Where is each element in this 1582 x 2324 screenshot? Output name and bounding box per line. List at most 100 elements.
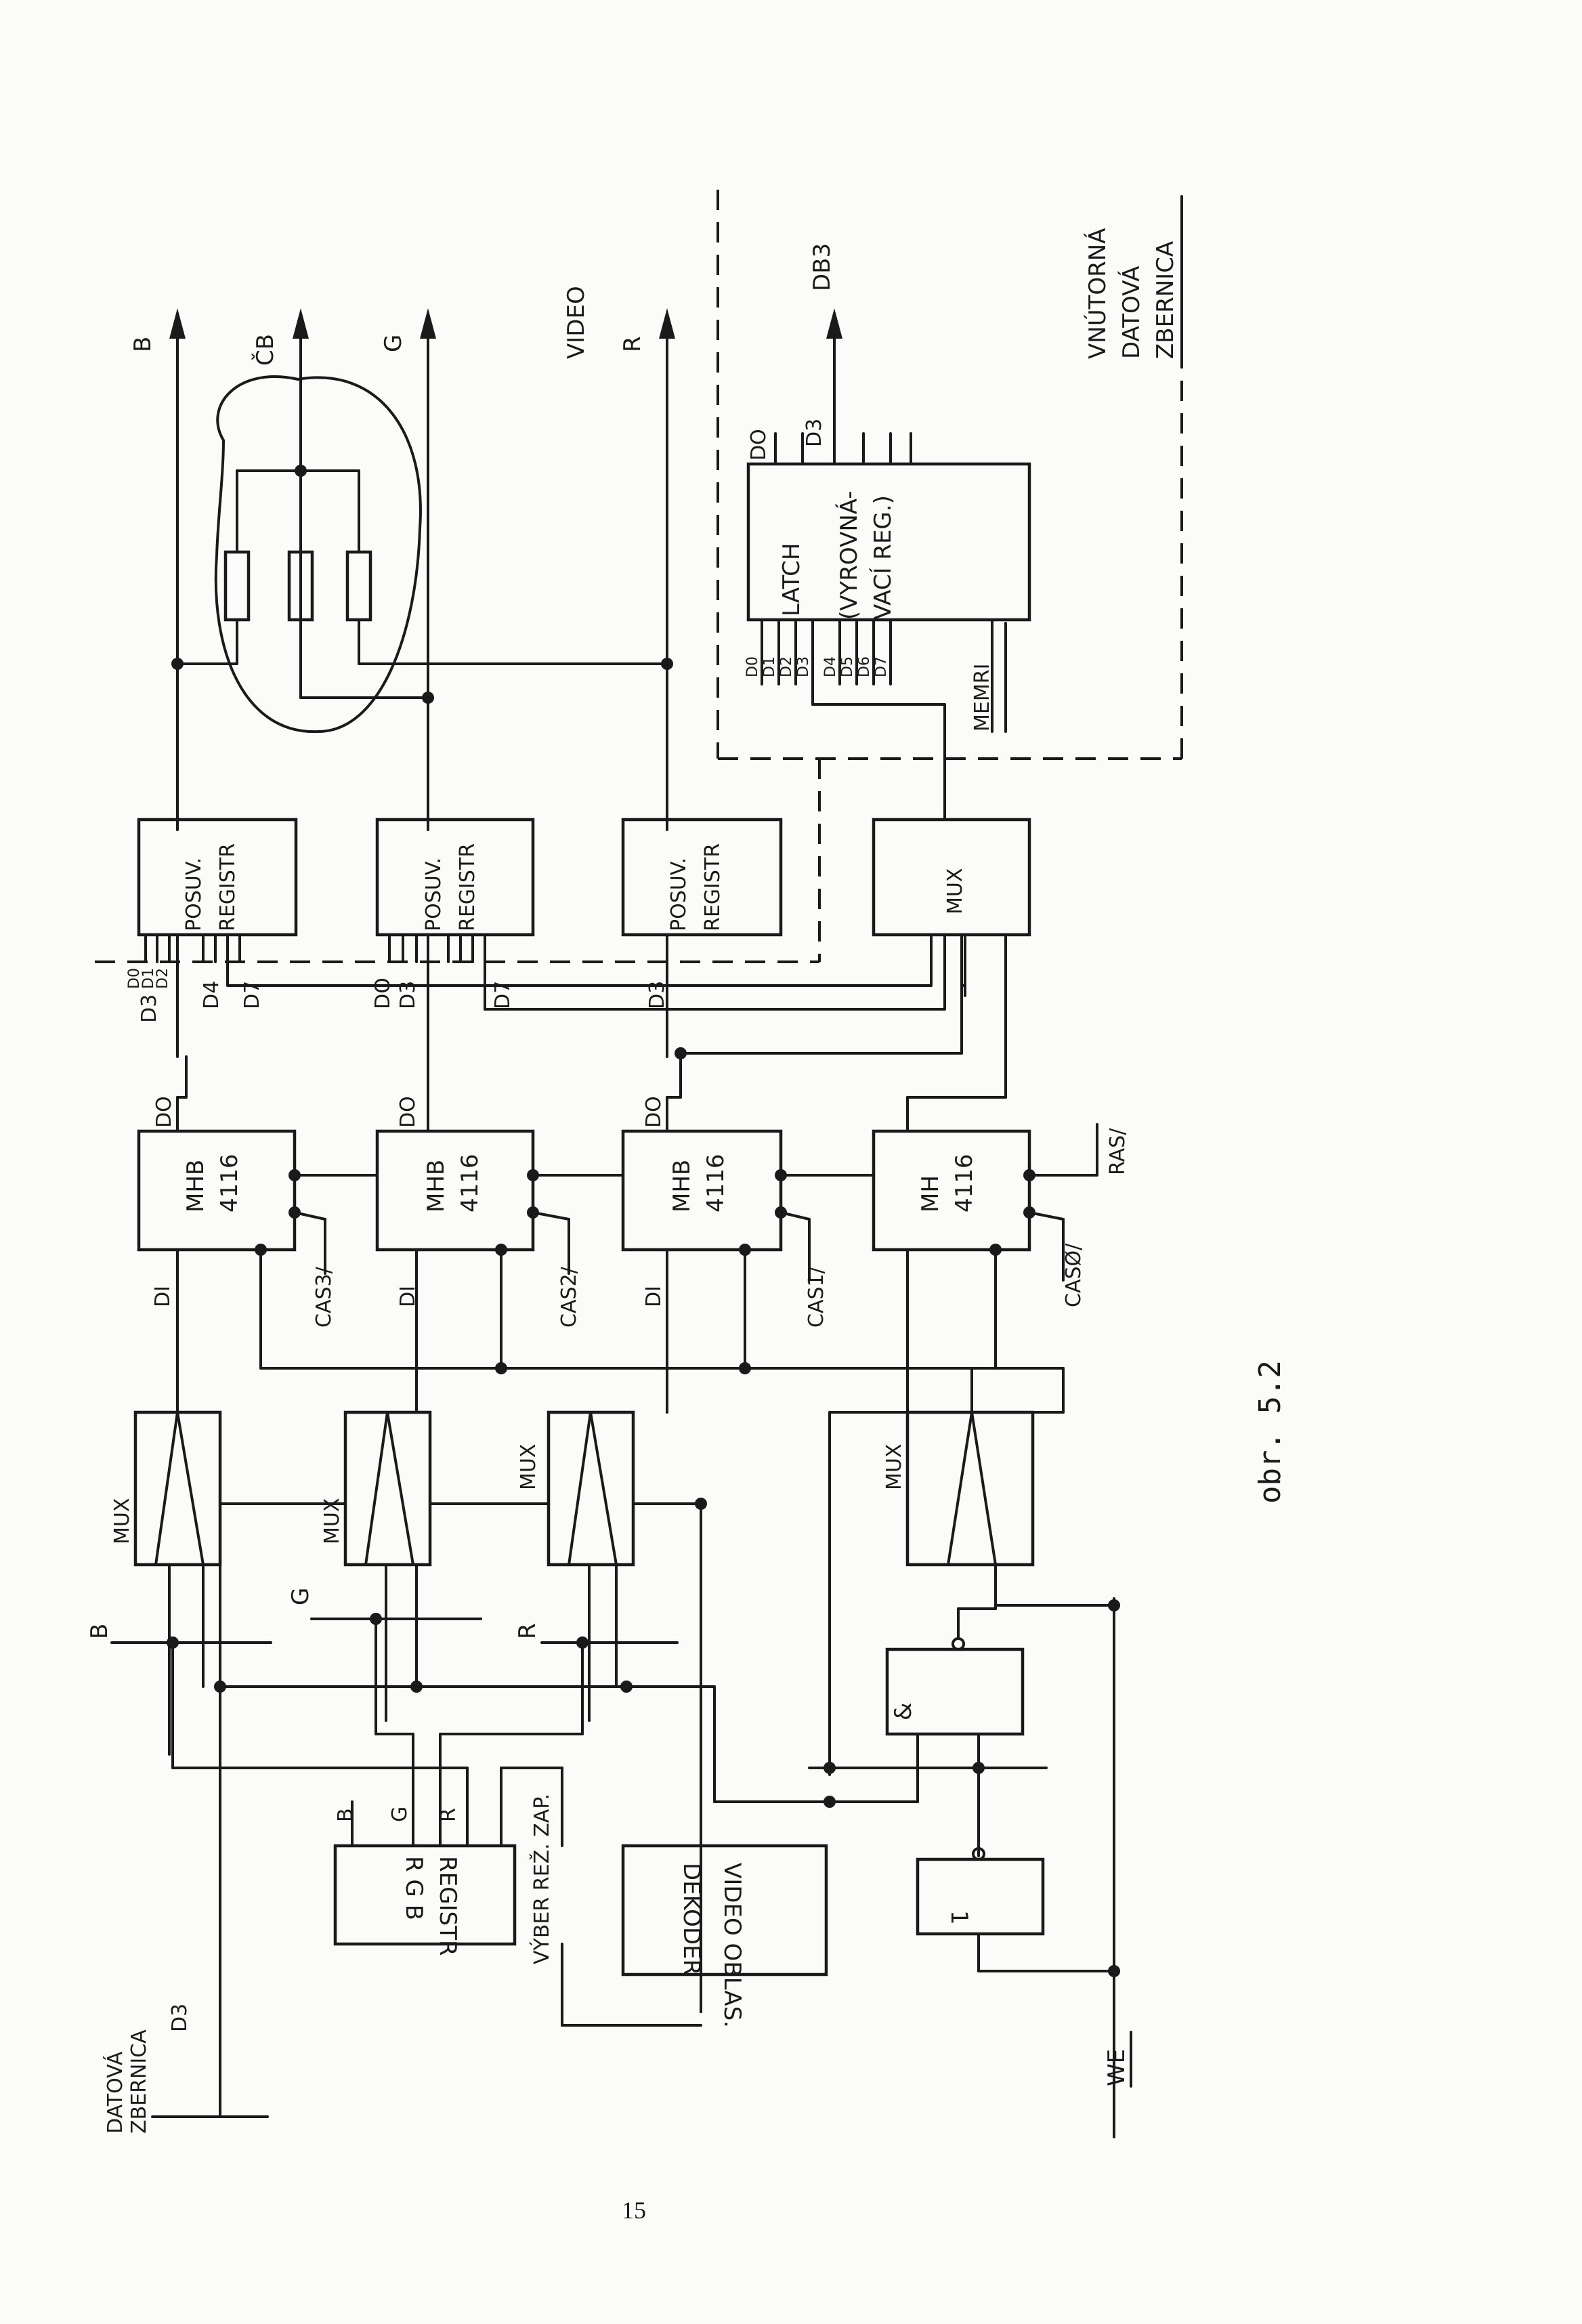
svg-text:D0: D0: [126, 968, 143, 989]
latch-d3-top: D3: [803, 419, 826, 447]
mux-input-2: MUX: [320, 1410, 550, 1567]
memory-chip-3: MHB 4116 DO DI CAS1/: [532, 1052, 828, 1414]
we-line: WE: [994, 1248, 1132, 2138]
svg-text:ZBERNICA: ZBERNICA: [127, 2029, 151, 2134]
svg-text:D3: D3: [168, 2004, 192, 2032]
svg-text:ZBERNICA: ZBERNICA: [1152, 241, 1179, 359]
svg-text:DO: DO: [642, 1096, 666, 1128]
svg-text:REGISTR: REGISTR: [456, 843, 479, 931]
out-g-label: G: [380, 335, 407, 352]
out-cb-label: ČB: [251, 334, 279, 366]
shift-register-1: POSUV. REGISTR D0 D1 D2 D3 D4 D7: [126, 818, 298, 1058]
svg-text:VNÚTORNÁ: VNÚTORNÁ: [1084, 228, 1111, 359]
inverter: 1: [916, 1847, 1115, 1972]
svg-text:DI: DI: [642, 1286, 666, 1307]
out-video-label: VIDEO: [563, 286, 590, 359]
vnutorna-label: VNÚTORNÁ DATOVÁ ZBERNICA: [1084, 195, 1183, 360]
svg-text:POSUV.: POSUV.: [667, 858, 691, 931]
latch-d0-top: DO: [747, 429, 771, 461]
svg-text:MHB: MHB: [668, 1160, 696, 1212]
latch-d3: D3: [795, 656, 812, 677]
resistor-network: [171, 375, 673, 734]
memory-chip-2: MHB 4116 DO DI CAS2/: [293, 1055, 581, 1414]
svg-text:RAS/: RAS/: [1106, 1128, 1130, 1175]
input-wiring: [110, 1411, 1048, 2115]
svg-text:DATOVÁ: DATOVÁ: [1117, 266, 1145, 359]
svg-text:MHB: MHB: [423, 1160, 450, 1212]
svg-text:1: 1: [945, 1910, 972, 1925]
output-arrows: [169, 308, 842, 831]
shift-register-3: POSUV. REGISTR D3: [621, 818, 783, 1058]
mux-input-1: MUX: [110, 1410, 347, 1567]
latch-d7: D7: [873, 656, 890, 677]
in-r-label: R: [514, 1623, 541, 1639]
memri-label: MEMRI: [970, 664, 994, 732]
input-labels: B G R: [86, 1588, 541, 1639]
mux-input-4: MUX: [882, 1410, 1035, 1567]
latch-d4: D4: [822, 656, 839, 677]
svg-text:MUX: MUX: [110, 1498, 134, 1544]
svg-text:REGISTR: REGISTR: [216, 843, 240, 931]
we-label: WE: [1103, 2049, 1130, 2086]
svg-text:MHB: MHB: [182, 1160, 209, 1212]
vyber-label: VÝBER REŽ. ZAP.: [530, 1794, 554, 1964]
shift-register-2: POSUV. REGISTR DO D3 D7: [371, 818, 535, 1058]
svg-text:CAS1/: CAS1/: [805, 1266, 828, 1328]
internal-bus-enclosure: [95, 190, 1183, 963]
svg-text:4116: 4116: [951, 1154, 978, 1212]
mux-upper: MUX: [872, 757, 1031, 1133]
and-gate: &: [885, 1563, 1025, 1857]
svg-text:DO: DO: [396, 1096, 420, 1128]
svg-text:B: B: [334, 1808, 358, 1822]
svg-text:DEKODER: DEKODER: [678, 1863, 705, 1975]
svg-text:POSUV.: POSUV.: [182, 858, 206, 931]
svg-text:DI: DI: [151, 1286, 175, 1307]
svg-text:CAS3/: CAS3/: [312, 1266, 336, 1328]
svg-text:4116: 4116: [216, 1154, 243, 1212]
out-b-label: B: [129, 337, 156, 352]
output-labels: B ČB G VIDEO R: [129, 286, 646, 366]
svg-text:REGISTR: REGISTR: [434, 1856, 461, 1956]
latch-label-2: (VYROVNÁ-: [835, 490, 863, 620]
svg-text:MUX: MUX: [882, 1444, 906, 1490]
latch-d1: D1: [761, 656, 778, 677]
svg-text:REGISTR: REGISTR: [701, 843, 725, 931]
rgb-register: R G B REGISTR B G R VÝBER REŽ. ZAP.: [333, 1767, 702, 2027]
svg-text:CAS2/: CAS2/: [557, 1266, 581, 1328]
svg-text:4116: 4116: [702, 1154, 729, 1212]
db3-label: DB3: [809, 243, 836, 291]
out-r-label: R: [619, 336, 646, 352]
caption: obr. 5.2: [1253, 1360, 1287, 1504]
svg-text:POSUV.: POSUV.: [422, 858, 446, 931]
svg-text:MH: MH: [917, 1175, 944, 1212]
svg-text:D3: D3: [137, 994, 161, 1023]
svg-text:R: R: [437, 1808, 461, 1822]
latch-d0: D0: [744, 656, 761, 677]
svg-text:CASØ/: CASØ/: [1062, 1243, 1086, 1307]
svg-text:G: G: [388, 1807, 412, 1822]
svg-text:MUX: MUX: [320, 1498, 344, 1544]
in-g-label: G: [287, 1588, 314, 1605]
svg-text:R G B: R G B: [400, 1856, 427, 1920]
bus-wires: [226, 933, 966, 1059]
svg-text:D2: D2: [154, 968, 171, 989]
memory-chip-1: MHB 4116 DO DI CAS3/: [137, 1055, 336, 1414]
svg-text:MUX: MUX: [943, 868, 967, 914]
mux-input-3: MUX: [517, 1410, 707, 1567]
svg-text:DO: DO: [152, 1096, 176, 1128]
svg-text:DATOVÁ: DATOVÁ: [103, 2051, 127, 2134]
svg-text:&: &: [890, 1702, 917, 1720]
svg-text:D1: D1: [140, 968, 157, 989]
svg-text:D4: D4: [200, 981, 223, 1009]
figure-caption: obr. 5.2: [1253, 1360, 1287, 1504]
svg-text:DO: DO: [371, 977, 395, 1009]
svg-text:DI: DI: [396, 1286, 420, 1307]
page-number: 15: [622, 2197, 646, 2224]
latch-d2: D2: [778, 656, 795, 677]
svg-text:VIDEO OBLAS.: VIDEO OBLAS.: [719, 1863, 746, 2028]
datova-zbernica: DATOVÁ ZBERNICA D3: [103, 2004, 269, 2134]
svg-text:MUX: MUX: [517, 1444, 540, 1490]
memory-chip-4: MH 4116 CASØ/ RAS/: [779, 1123, 1130, 1414]
